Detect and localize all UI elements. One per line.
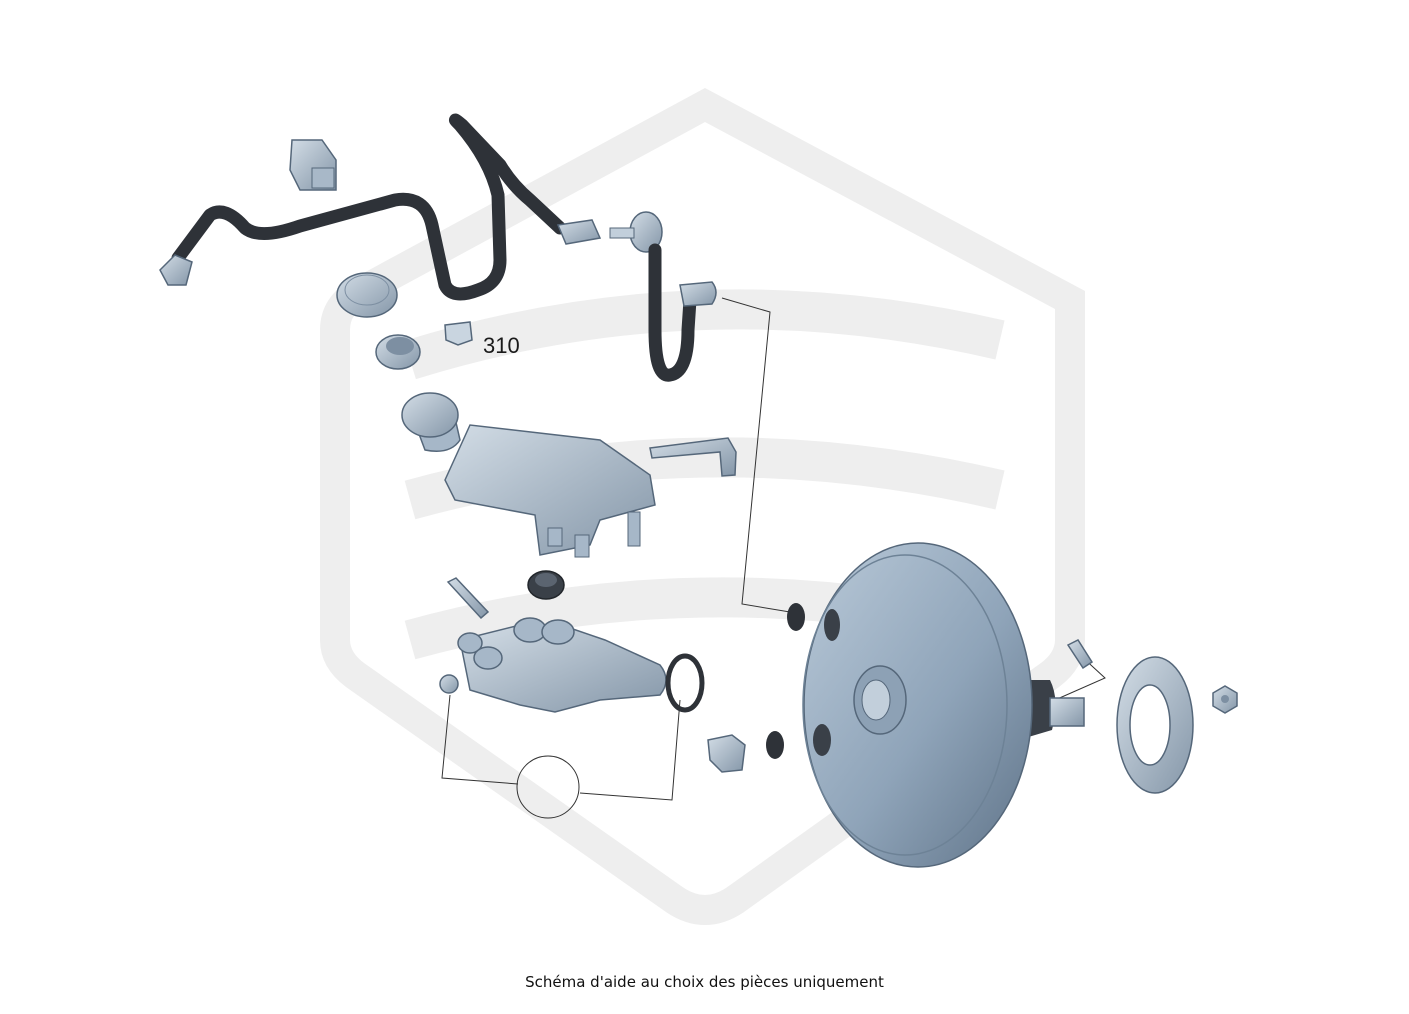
callout-label: 310 [483,333,520,358]
reservoir-seal [527,570,565,600]
reservoir-cap [336,272,398,318]
booster-gasket [1116,656,1194,794]
detail-circle [516,755,580,819]
pushrod-pin [446,577,490,620]
brake-fluid-reservoir [401,392,656,558]
diagram-caption: Schéma d'aide au choix des pièces unique… [525,973,884,991]
mounting-nut [1212,685,1238,714]
wire-harness-connector [289,139,337,191]
vacuum-sensor [707,734,746,773]
retaining-clip [444,321,473,346]
brake-hose-short [609,211,717,382]
o-ring [665,653,705,713]
brake-booster [802,542,1085,868]
leader-lines [441,297,1106,801]
level-sensor [649,437,737,477]
check-valve-grommet [766,603,805,759]
grommet [375,334,421,370]
master-cylinder [439,617,667,713]
mounting-bolt [1066,639,1094,670]
brake-hose-long [159,113,602,301]
